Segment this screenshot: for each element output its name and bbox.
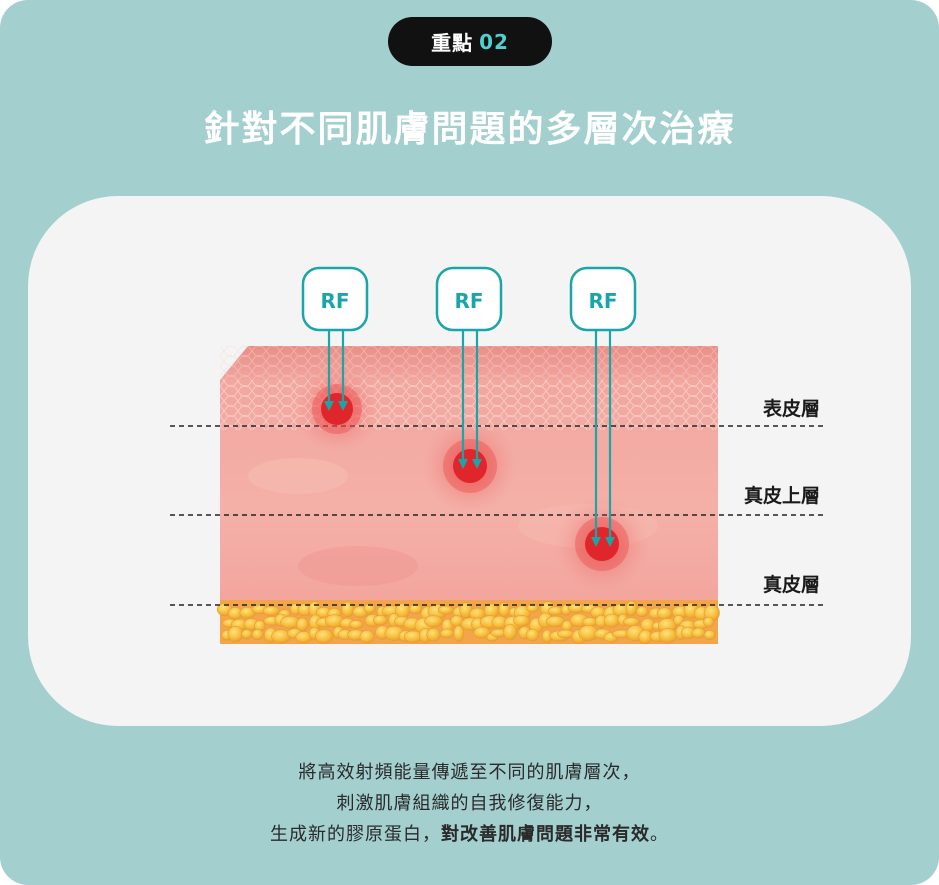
page-title: 針對不同肌膚問題的多層次治療 <box>203 109 736 150</box>
rf-probe-label: RF <box>454 289 483 313</box>
skin-layer-diagram: 表皮層 真皮上層 真皮層 RF <box>170 266 823 645</box>
fat-cell <box>262 605 281 616</box>
description-line-3-normal: 生成新的膠原蛋白， <box>270 824 441 845</box>
fat-cell <box>603 613 621 628</box>
rf-probe-1: RF <box>301 266 369 411</box>
target-epidermis <box>293 365 381 453</box>
fat-layer <box>216 600 720 645</box>
rf-probe-label: RF <box>588 289 617 313</box>
fat-cell <box>513 614 530 627</box>
layer-label-upper-dermis: 真皮上層 <box>744 484 820 507</box>
fat-cell <box>439 628 455 639</box>
description-line-3-bold: 對改善肌膚問題非常有效 <box>441 824 650 845</box>
fat-cell <box>296 617 309 632</box>
fat-cell <box>503 623 517 641</box>
badge-label: 重點 <box>431 31 474 55</box>
fat-cell <box>526 603 539 613</box>
description-line-1: 將高效射頻能量傳遞至不同的肌膚層次， <box>298 762 641 783</box>
section-badge: 重點 02 <box>388 17 552 66</box>
fat-cell <box>453 625 465 642</box>
fat-cell <box>241 629 253 639</box>
fat-cell <box>426 627 441 642</box>
rf-probe-3: RF <box>569 266 637 547</box>
target-upper-dermis <box>422 418 518 514</box>
rf-probe-2: RF <box>435 266 503 469</box>
fat-cell <box>424 615 443 628</box>
target-dermis <box>554 496 650 592</box>
fat-cell <box>526 628 540 642</box>
fat-cell <box>635 606 649 618</box>
fat-cell <box>359 630 375 644</box>
layer-label-epidermis: 表皮層 <box>763 397 820 420</box>
description: 將高效射頻能量傳遞至不同的肌膚層次， 刺激肌膚組織的自我修復能力， 生成新的膠原… <box>0 757 939 850</box>
description-line-3: 生成新的膠原蛋白，對改善肌膚問題非常有效。 <box>0 819 939 850</box>
fat-cell <box>372 615 388 626</box>
fat-cell <box>251 628 264 641</box>
fat-cell <box>703 616 715 628</box>
layer-label-dermis: 真皮層 <box>763 573 820 596</box>
fat-cell <box>473 626 491 639</box>
fat-cell <box>349 619 364 629</box>
fat-cell <box>658 628 678 643</box>
fat-cell <box>315 629 334 644</box>
fat-cell <box>408 603 423 614</box>
fat-cell <box>227 626 244 643</box>
fat-cell <box>691 627 706 639</box>
dermis-shade <box>248 458 348 494</box>
dermis-shade <box>298 546 418 586</box>
description-line-3-end: 。 <box>650 824 669 845</box>
description-line-2: 刺激肌膚組織的自我修復能力， <box>336 793 603 814</box>
fat-cell <box>341 601 355 618</box>
fat-cell <box>437 605 455 615</box>
fat-cell <box>703 629 716 640</box>
rf-probe-label: RF <box>320 289 349 313</box>
badge-number: 02 <box>479 29 509 54</box>
fat-cell <box>623 617 640 627</box>
fat-cell <box>656 607 673 620</box>
fat-cell <box>363 603 376 614</box>
fat-cell <box>625 600 638 617</box>
epidermis-top-texture <box>220 346 718 380</box>
diagram-card: 表皮層 真皮上層 真皮層 RF <box>28 196 911 726</box>
